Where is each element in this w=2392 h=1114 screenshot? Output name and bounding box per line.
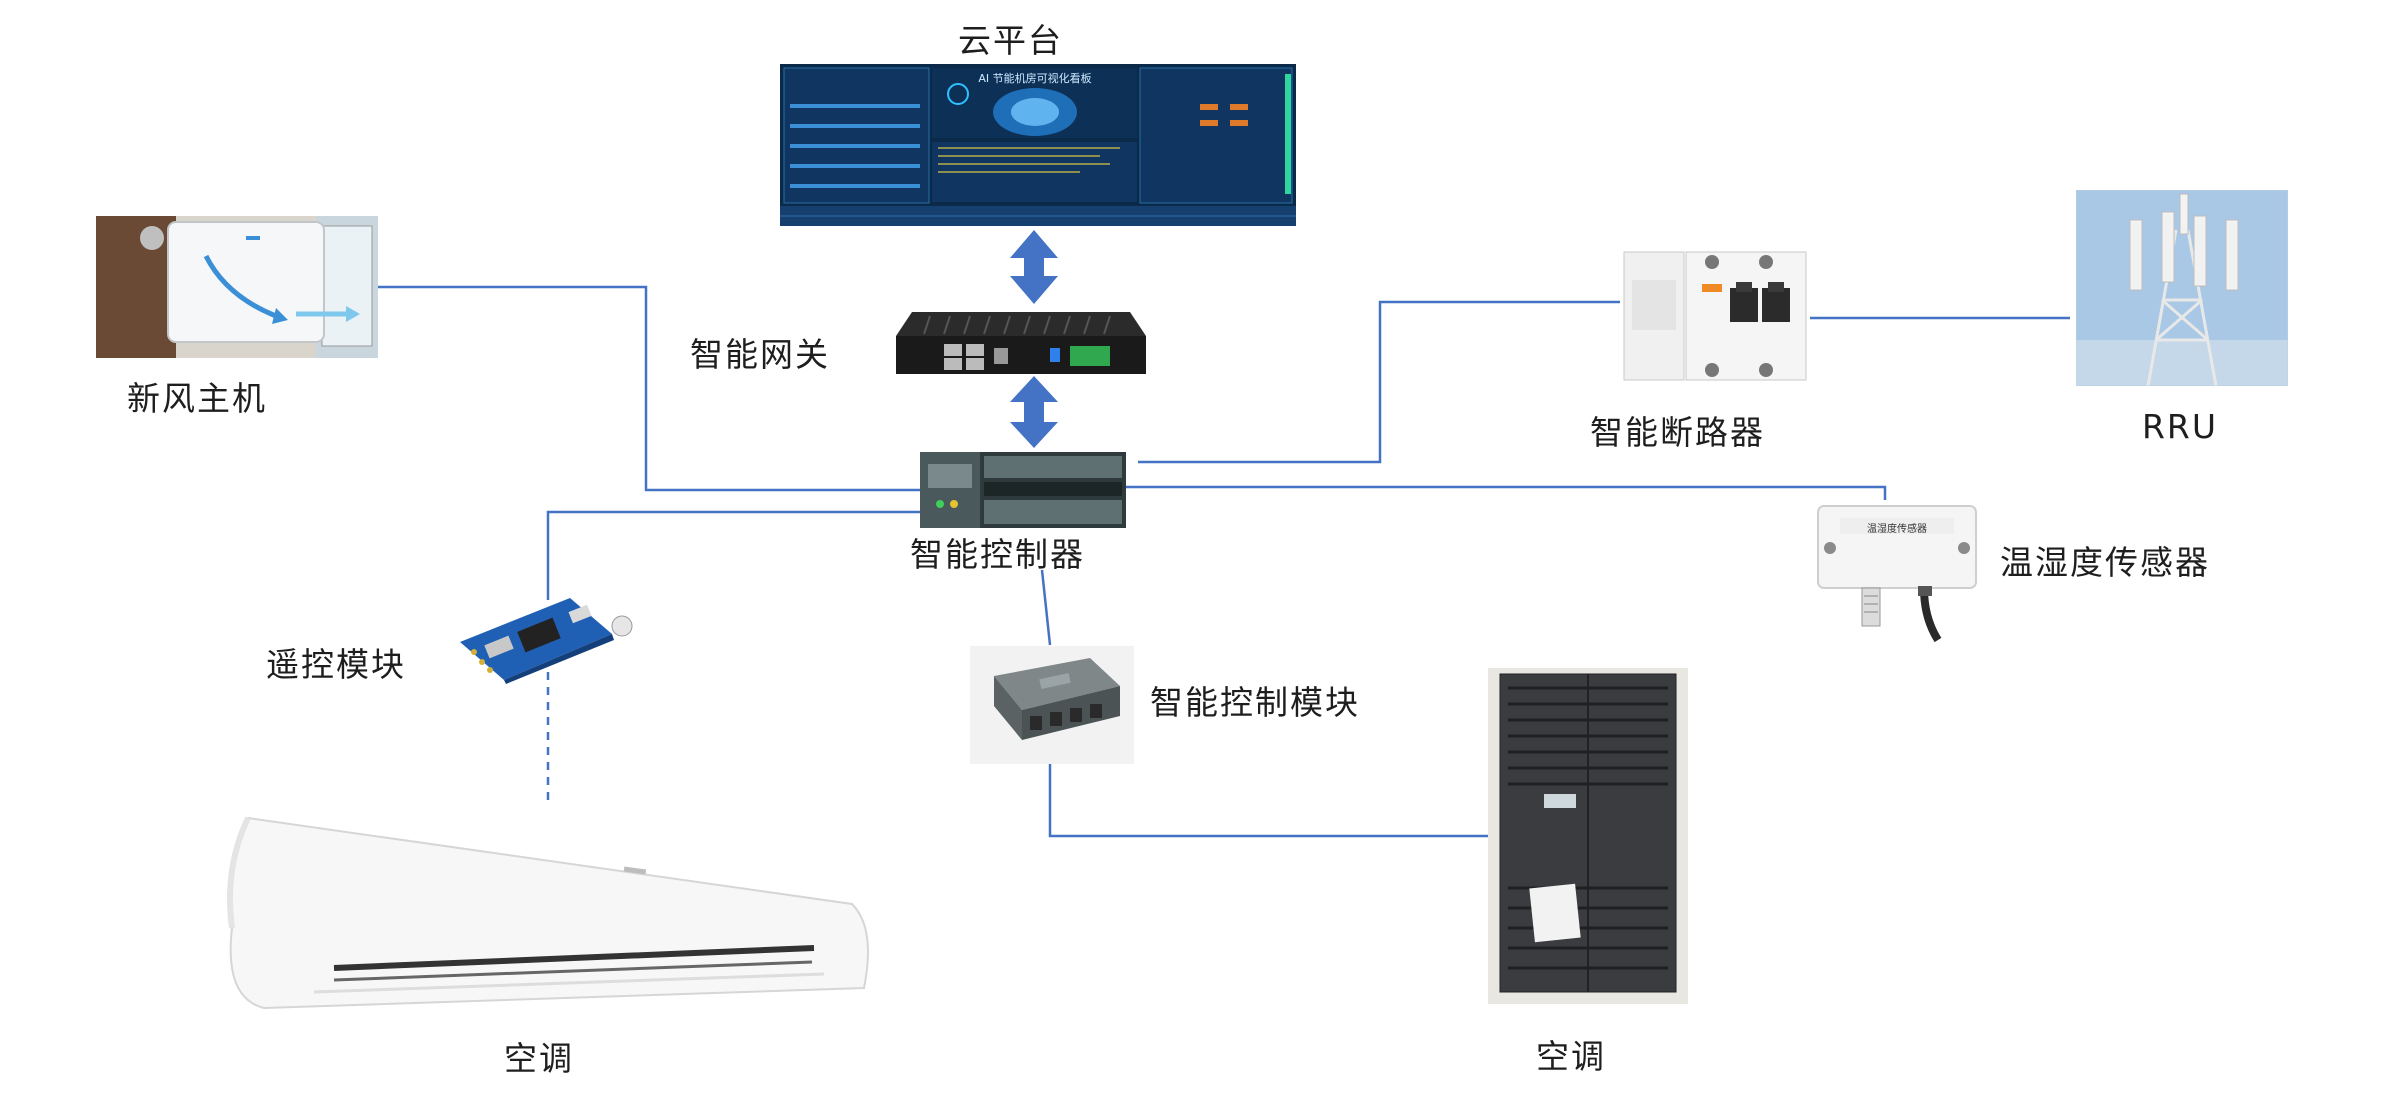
edge-controller-sensor — [1125, 485, 1887, 500]
circuit-breaker-icon — [1623, 251, 1807, 381]
air-conditioner-icon — [227, 816, 869, 1010]
edge-fresh-air-controller — [378, 285, 920, 492]
label-rru: RRU — [2142, 407, 2219, 446]
ac-wall-photo — [224, 808, 880, 1012]
dashboard-title: AI 节能机房可视化看板 — [978, 72, 1092, 85]
label-gateway: 智能网关 — [690, 335, 830, 374]
rru-photo — [2075, 189, 2289, 387]
label-controller: 智能控制器 — [910, 535, 1085, 574]
edge-controller-breaker — [1138, 300, 1620, 464]
breaker-photo — [1616, 244, 1812, 388]
label-cloud-platform: 云平台 — [958, 21, 1063, 60]
fresh-air-unit-photo — [96, 216, 378, 358]
edge-control-module-ac-cabinet — [1048, 760, 1490, 838]
remote-module-photo — [450, 590, 650, 684]
fresh-air-unit-icon — [96, 216, 378, 358]
control-module-photo — [970, 646, 1134, 764]
th-sensor-icon — [1817, 505, 1977, 643]
label-th-sensor: 温湿度传感器 — [2000, 543, 2210, 582]
cloud-platform-screen: AI 节能机房可视化看板 — [780, 64, 1296, 226]
dashboard-icon — [780, 64, 1296, 226]
label-fresh-air-unit: 新风主机 — [127, 379, 267, 418]
controller-device — [920, 448, 1126, 530]
th-sensor-device-text: 温湿度传感器 — [1867, 524, 1927, 535]
arrow-cloud-gateway — [1010, 230, 1058, 304]
control-module-icon — [970, 646, 1134, 764]
arrow-gateway-controller — [1010, 376, 1058, 448]
label-breaker: 智能断路器 — [1590, 413, 1765, 452]
edge-controller-control-module — [1040, 569, 1052, 646]
gateway-icon — [896, 312, 1146, 374]
cabinet-ac-icon — [1488, 668, 1688, 1004]
gateway-device — [890, 308, 1150, 380]
label-ac-wall: 空调 — [504, 1039, 574, 1078]
ac-cabinet-photo — [1488, 668, 1688, 1004]
label-control-module: 智能控制模块 — [1150, 683, 1360, 722]
label-ac-cabinet: 空调 — [1536, 1037, 1606, 1076]
th-sensor-photo: 温湿度传感器 — [1812, 500, 1982, 644]
rru-tower-icon — [2075, 189, 2289, 387]
remote-module-icon — [460, 598, 633, 684]
plc-icon — [920, 452, 1126, 528]
edge-remote-controller — [546, 510, 920, 600]
label-remote-module: 遥控模块 — [266, 645, 406, 684]
